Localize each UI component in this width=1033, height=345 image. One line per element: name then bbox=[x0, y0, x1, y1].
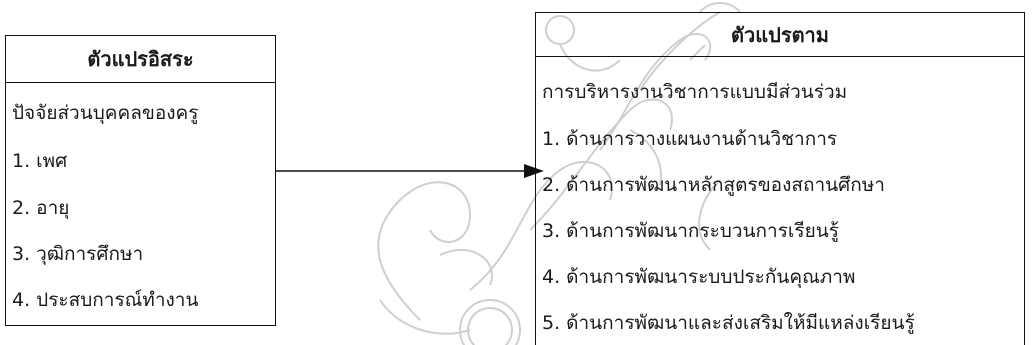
dependent-variables-title: ตัวแปรตาม bbox=[536, 13, 1024, 57]
independent-item: 1. เพศ bbox=[12, 150, 68, 172]
independent-item: 3. วุฒิการศึกษา bbox=[12, 243, 144, 265]
independent-variables-box: ตัวแปรอิสระ ปัจจัยส่วนบุคคลของครู 1. เพศ… bbox=[5, 35, 276, 326]
independent-variables-title: ตัวแปรอิสระ bbox=[6, 36, 275, 83]
independent-item: 4. ประสบการณ์ทำงาน bbox=[12, 289, 199, 311]
dependent-item: 1. ด้านการวางแผนงานด้านวิชาการ bbox=[542, 128, 838, 150]
independent-item: 2. อายุ bbox=[12, 197, 70, 219]
dependent-item: 3. ด้านการพัฒนากระบวนการเรียนรู้ bbox=[542, 220, 839, 242]
independent-group-label: ปัจจัยส่วนบุคคลของครู bbox=[12, 102, 199, 124]
dependent-item: 4. ด้านการพัฒนาระบบประกันคุณภาพ bbox=[542, 266, 856, 288]
dependent-group-label: การบริหารงานวิชาการแบบมีส่วนร่วม bbox=[542, 81, 848, 103]
dependent-variables-box: ตัวแปรตาม การบริหารงานวิชาการแบบมีส่วนร่… bbox=[535, 12, 1025, 345]
dependent-item: 2. ด้านการพัฒนาหลักสูตรของสถานศึกษา bbox=[542, 174, 885, 196]
dependent-item: 5. ด้านการพัฒนาและส่งเสริมให้มีแหล่งเรีย… bbox=[542, 312, 915, 334]
